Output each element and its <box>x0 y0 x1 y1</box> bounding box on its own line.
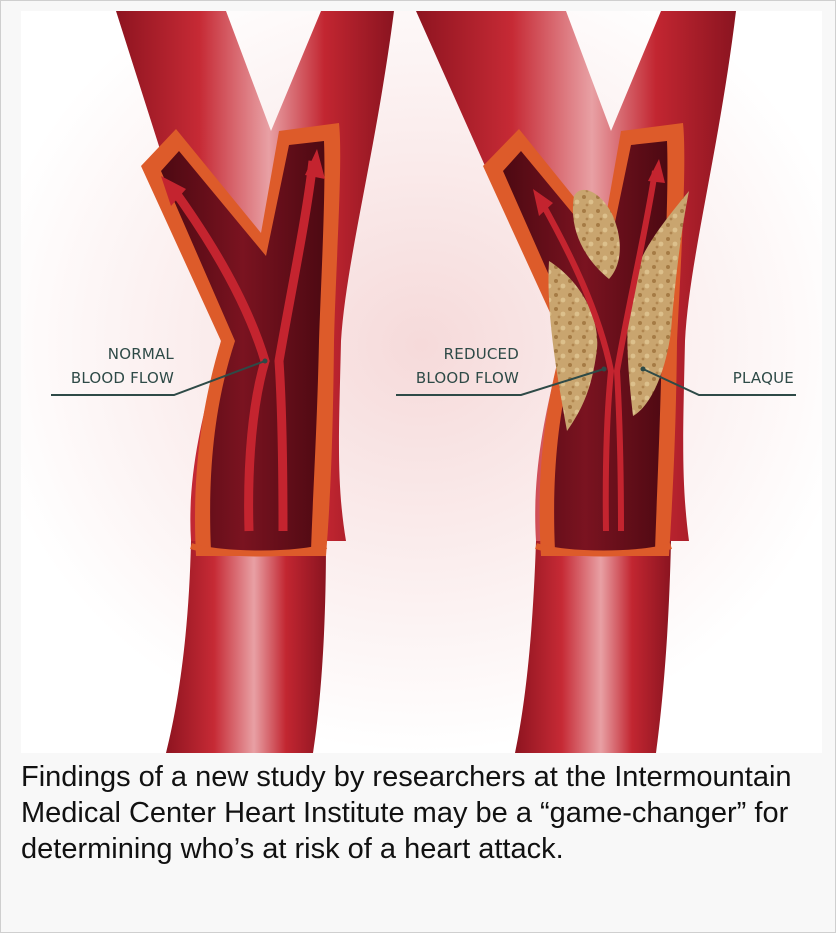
reduced-flow-label-line2: BLOOD FLOW <box>416 369 519 387</box>
normal-artery-lower-tube <box>166 541 326 753</box>
plaque-label: PLAQUE <box>733 369 794 387</box>
normal-flow-label-line1: NORMAL <box>108 345 175 363</box>
reduced-flow-leader-dot <box>602 367 607 372</box>
figure-caption: Findings of a new study by researchers a… <box>21 759 816 867</box>
artery-illustration: NORMAL BLOOD FLOW REDUCED BLOOD FLOW PLA… <box>21 11 822 753</box>
reduced-flow-label-line1: REDUCED <box>444 345 519 363</box>
artery-diagram: NORMAL BLOOD FLOW REDUCED BLOOD FLOW PLA… <box>21 11 822 753</box>
blocked-artery-lower-tube <box>515 541 671 753</box>
plaque-leader-dot <box>641 367 646 372</box>
normal-flow-label-line2: BLOOD FLOW <box>71 369 174 387</box>
normal-flow-leader-dot <box>263 359 268 364</box>
